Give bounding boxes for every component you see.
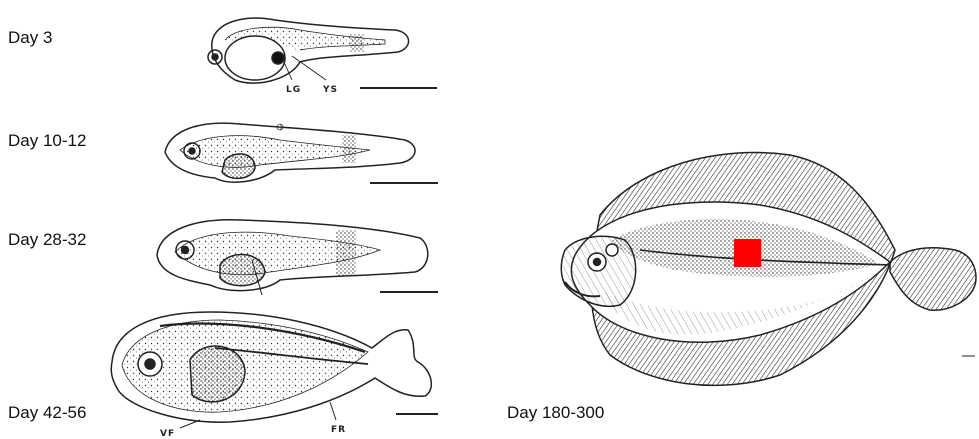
- highlight-marker: [734, 239, 761, 267]
- juvenile-day-42-56: [111, 312, 438, 428]
- larva-day-3: [208, 18, 437, 88]
- annotation-ys: YS: [322, 85, 338, 95]
- larva-day-28-32: [157, 220, 438, 295]
- annotation-vf: VF: [160, 429, 175, 439]
- flatfish-day-180-300: [561, 153, 976, 386]
- larva-day-10-12: [165, 123, 438, 183]
- annotation-lg: LG: [286, 85, 301, 95]
- annotation-fr: FR: [331, 425, 346, 435]
